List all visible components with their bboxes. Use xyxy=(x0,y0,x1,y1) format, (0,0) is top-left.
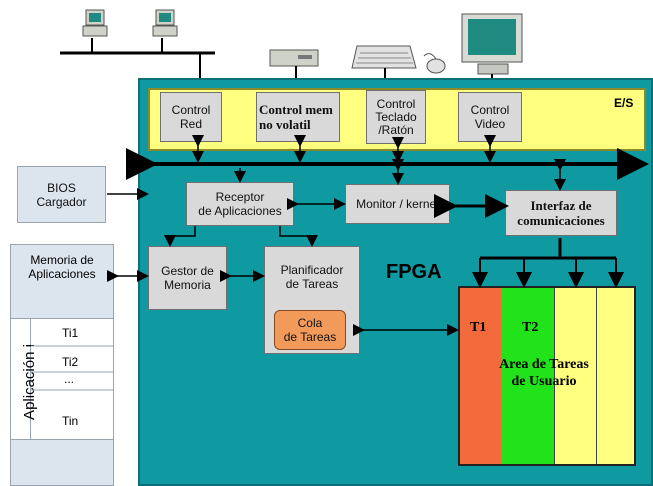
control-video-block[interactable]: Control Video xyxy=(458,92,522,142)
task-slot-ti1: Ti1 xyxy=(62,326,79,340)
task-column-t3[interactable] xyxy=(554,288,596,464)
interfaz-comunicaciones-block[interactable]: Interfaz de comunicaciones xyxy=(505,190,617,236)
disk-drive-icon xyxy=(269,49,319,78)
fpga-label: FPGA xyxy=(386,261,442,283)
computer-icon xyxy=(82,9,108,37)
task-column-t2[interactable] xyxy=(501,288,554,464)
control-mem-block[interactable]: Control mem no volatil xyxy=(256,92,340,142)
network-line xyxy=(60,38,215,78)
aplicacion-divider xyxy=(30,318,31,440)
monitor-icon xyxy=(461,13,523,78)
receptor-block[interactable]: Receptor de Aplicaciones xyxy=(186,182,294,226)
user-area-label: Area de Tareas de Usuario xyxy=(499,357,589,389)
aplicacion-block[interactable] xyxy=(10,318,114,440)
es-label: E/S xyxy=(614,96,634,110)
aplicacion-label: Aplicación i xyxy=(21,344,38,420)
task-column-t1[interactable] xyxy=(460,288,501,464)
t2-label: T2 xyxy=(522,320,539,335)
gestor-memoria-block[interactable]: Gestor de Memoria xyxy=(148,246,227,310)
task-column-t4[interactable] xyxy=(596,288,634,464)
computer-icon xyxy=(152,9,178,37)
control-teclado-block[interactable]: Control Teclado /Ratón xyxy=(366,90,426,144)
monitor-kernel-block[interactable]: Monitor / kernel xyxy=(345,184,450,224)
keyboard-icon xyxy=(351,45,417,78)
control-red-block[interactable]: Control Red xyxy=(160,92,222,142)
task-slot-tin: Tin xyxy=(62,414,79,428)
task-slot-ti2: Ti2 xyxy=(62,355,79,369)
task-slot-ellipsis: ... xyxy=(64,372,75,386)
bios-block[interactable]: BIOS Cargador xyxy=(17,166,106,223)
cola-tareas-block[interactable]: Cola de Tareas xyxy=(274,310,346,350)
t1-label: T1 xyxy=(470,320,487,335)
memoria-title: Memoria de Aplicaciones xyxy=(28,253,96,281)
mouse-icon xyxy=(423,53,446,74)
